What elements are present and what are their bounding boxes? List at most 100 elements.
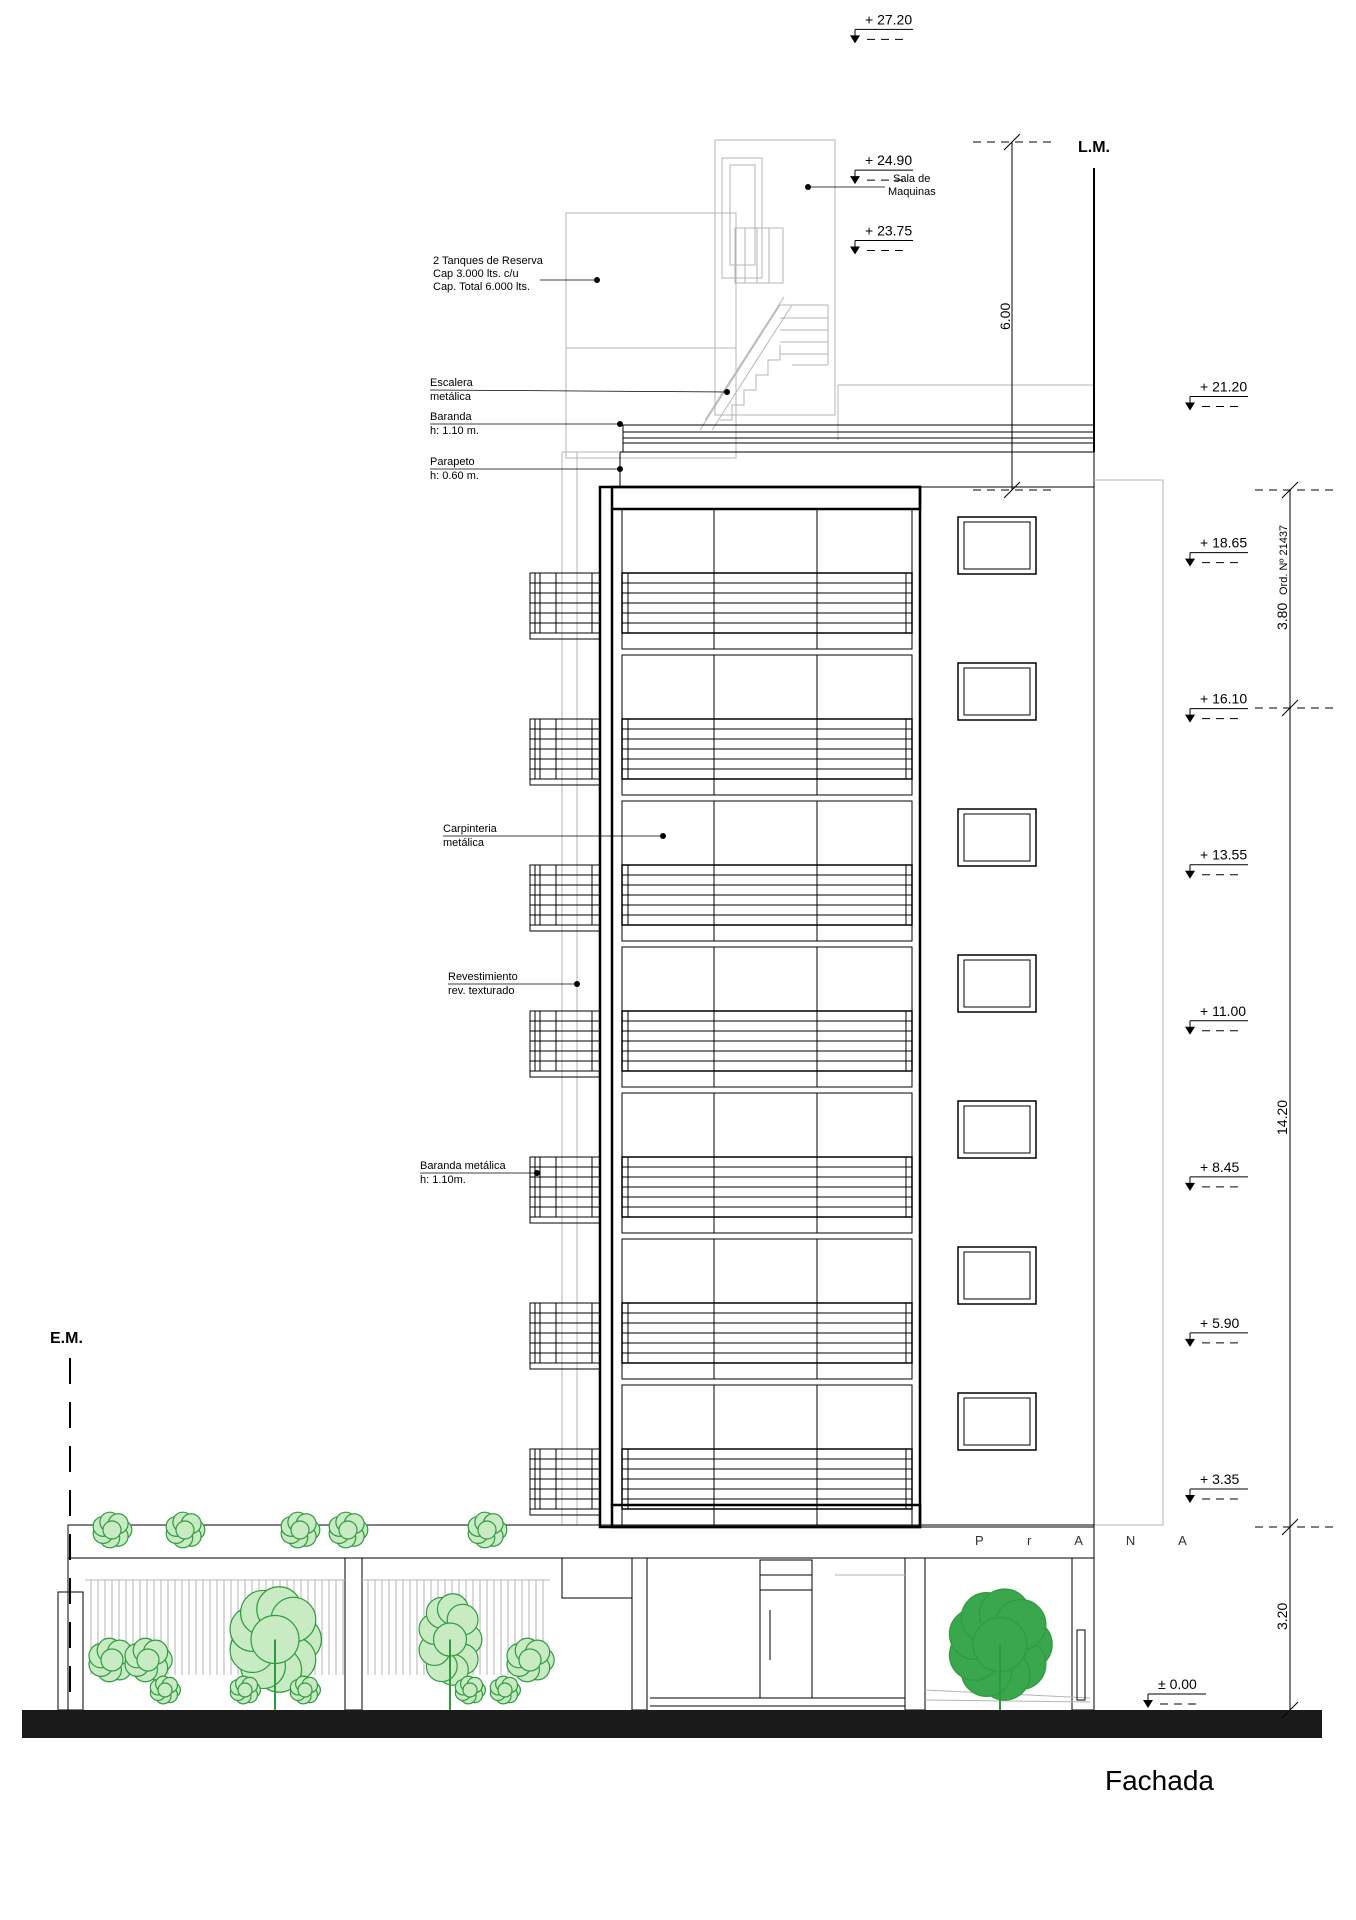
level-marker: + 11.00: [1185, 1003, 1248, 1035]
svg-text:h: 1.10 m.: h: 1.10 m.: [430, 425, 479, 437]
level-value: + 24.90: [865, 152, 912, 168]
machine-room-outline: [714, 139, 836, 416]
side-window: [957, 954, 1037, 1013]
planter-bush: [280, 1511, 321, 1549]
level-marker: + 23.75: [850, 223, 913, 255]
svg-text:Sala de: Sala de: [893, 173, 930, 185]
level-value: + 8.45: [1200, 1159, 1240, 1175]
shrub: [124, 1637, 173, 1683]
window-frame: [621, 1092, 913, 1234]
level-value: + 13.55: [1200, 847, 1247, 863]
level-marker: + 3.35: [1185, 1471, 1248, 1503]
side-balcony: [529, 718, 601, 786]
gate-post: [57, 1591, 84, 1711]
side-balcony: [529, 572, 601, 640]
side-balconies: [529, 572, 601, 1516]
side-balcony: [529, 864, 601, 932]
ground-cover: [149, 1675, 181, 1705]
ground-cover: [289, 1675, 321, 1705]
level-arrow: [850, 35, 860, 44]
ground-column: [344, 1557, 363, 1711]
level-arrow: [1185, 402, 1195, 411]
svg-text:Baranda: Baranda: [430, 411, 472, 423]
entry-canopy: [561, 1557, 633, 1599]
annotation-escalera: Escalera metálica: [429, 377, 730, 403]
svg-text:Cap 3.000 lts. c/u: Cap 3.000 lts. c/u: [433, 268, 519, 280]
svg-text:metálica: metálica: [443, 837, 485, 849]
svg-text:h: 1.10m.: h: 1.10m.: [420, 1174, 466, 1186]
level-value: + 16.10: [1200, 691, 1247, 707]
glazed-bays: [621, 508, 913, 1526]
entrance-door: [759, 1559, 813, 1699]
annotation-parapeto: Parapeto h: 0.60 m.: [430, 456, 623, 482]
level-marker: + 16.10: [1185, 691, 1248, 723]
glazed-bay-floor: [621, 1092, 913, 1234]
level-arrow: [1185, 1494, 1195, 1503]
side-window: [957, 1392, 1037, 1451]
level-marker: + 27.20: [850, 11, 913, 44]
shrub: [506, 1637, 555, 1683]
side-balcony: [529, 1302, 601, 1370]
tree: [229, 1586, 323, 1710]
vegetation: [88, 1511, 1053, 1710]
side-window: [957, 1246, 1037, 1305]
window-frame: [621, 654, 913, 796]
glazed-bay-floor: [621, 800, 913, 942]
dimension-right: 3.80 Ord. Nº 21437 14.20 3.20: [1255, 481, 1335, 1719]
annotation-carpinteria: Carpinteria metálica: [443, 823, 666, 849]
svg-text:Maquinas: Maquinas: [888, 186, 936, 198]
tree: [418, 1593, 483, 1710]
level-value: + 23.75: [865, 223, 912, 239]
level-value: + 5.90: [1200, 1315, 1240, 1331]
water-tank-outline: [565, 212, 784, 459]
annotation-revestimiento: Revestimiento rev. texturado: [448, 971, 580, 997]
level-marker: ± 0.00: [1143, 1676, 1206, 1708]
side-balcony: [529, 1156, 601, 1224]
level-arrow: [1185, 714, 1195, 723]
side-window: [957, 1100, 1037, 1159]
level-marker: + 13.55: [1185, 847, 1248, 879]
svg-text:Revestimiento: Revestimiento: [448, 971, 518, 983]
roof-railing: [622, 424, 1094, 452]
annotation-tanques: 2 Tanques de Reserva Cap 3.000 lts. c/u …: [433, 255, 600, 293]
planter-bush: [328, 1511, 369, 1549]
metal-stair: [699, 296, 829, 431]
planter-bush: [165, 1511, 206, 1549]
drawing-title: Fachada: [1105, 1765, 1214, 1796]
window-frame: [621, 1238, 913, 1380]
tree: [948, 1588, 1053, 1710]
svg-text:rev. texturado: rev. texturado: [448, 985, 514, 997]
level-arrow: [850, 176, 860, 185]
level-markers: + 27.20 + 24.90 + 23.75 + 21.20 + 18.65 + 16.…: [850, 11, 1248, 1708]
ground-cover: [454, 1675, 486, 1705]
level-marker: + 24.90: [850, 152, 913, 185]
svg-text:Parapeto: Parapeto: [430, 456, 475, 468]
brand-logo-text: P r A N A: [975, 1533, 1207, 1548]
dim-320-value: 3.20: [1274, 1603, 1290, 1630]
ordinance-label: Ord. Nº 21437: [1278, 525, 1290, 595]
level-marker: + 8.45: [1185, 1159, 1248, 1191]
annotation-sala-maquinas: Sala de Maquinas: [805, 173, 936, 198]
svg-text:2 Tanques de Reserva: 2 Tanques de Reserva: [433, 255, 544, 267]
level-value: ± 0.00: [1158, 1676, 1197, 1692]
svg-text:Baranda metálica: Baranda metálica: [420, 1160, 506, 1172]
window-frame: [621, 508, 913, 650]
lm-label: L.M.: [1078, 139, 1110, 156]
svg-text:Cap. Total 6.000 lts.: Cap. Total 6.000 lts.: [433, 281, 530, 293]
side-windows: [957, 516, 1037, 1451]
ground-cover: [229, 1675, 261, 1705]
svg-text:h: 0.60 m.: h: 0.60 m.: [430, 470, 479, 482]
level-marker: + 21.20: [1185, 379, 1248, 411]
svg-text:metálica: metálica: [430, 391, 472, 403]
level-arrow: [1185, 1182, 1195, 1191]
ground-slab: [22, 1710, 1322, 1738]
dim-upper-value: 6.00: [997, 303, 1013, 330]
neighbor-outline: [1094, 479, 1164, 1526]
level-arrow: [1143, 1700, 1153, 1708]
level-arrow: [1185, 1026, 1195, 1035]
level-value: + 18.65: [1200, 535, 1247, 551]
dim-380-value: 3.80: [1274, 603, 1290, 630]
side-window: [957, 662, 1037, 721]
dim-1420-value: 14.20: [1274, 1100, 1290, 1135]
